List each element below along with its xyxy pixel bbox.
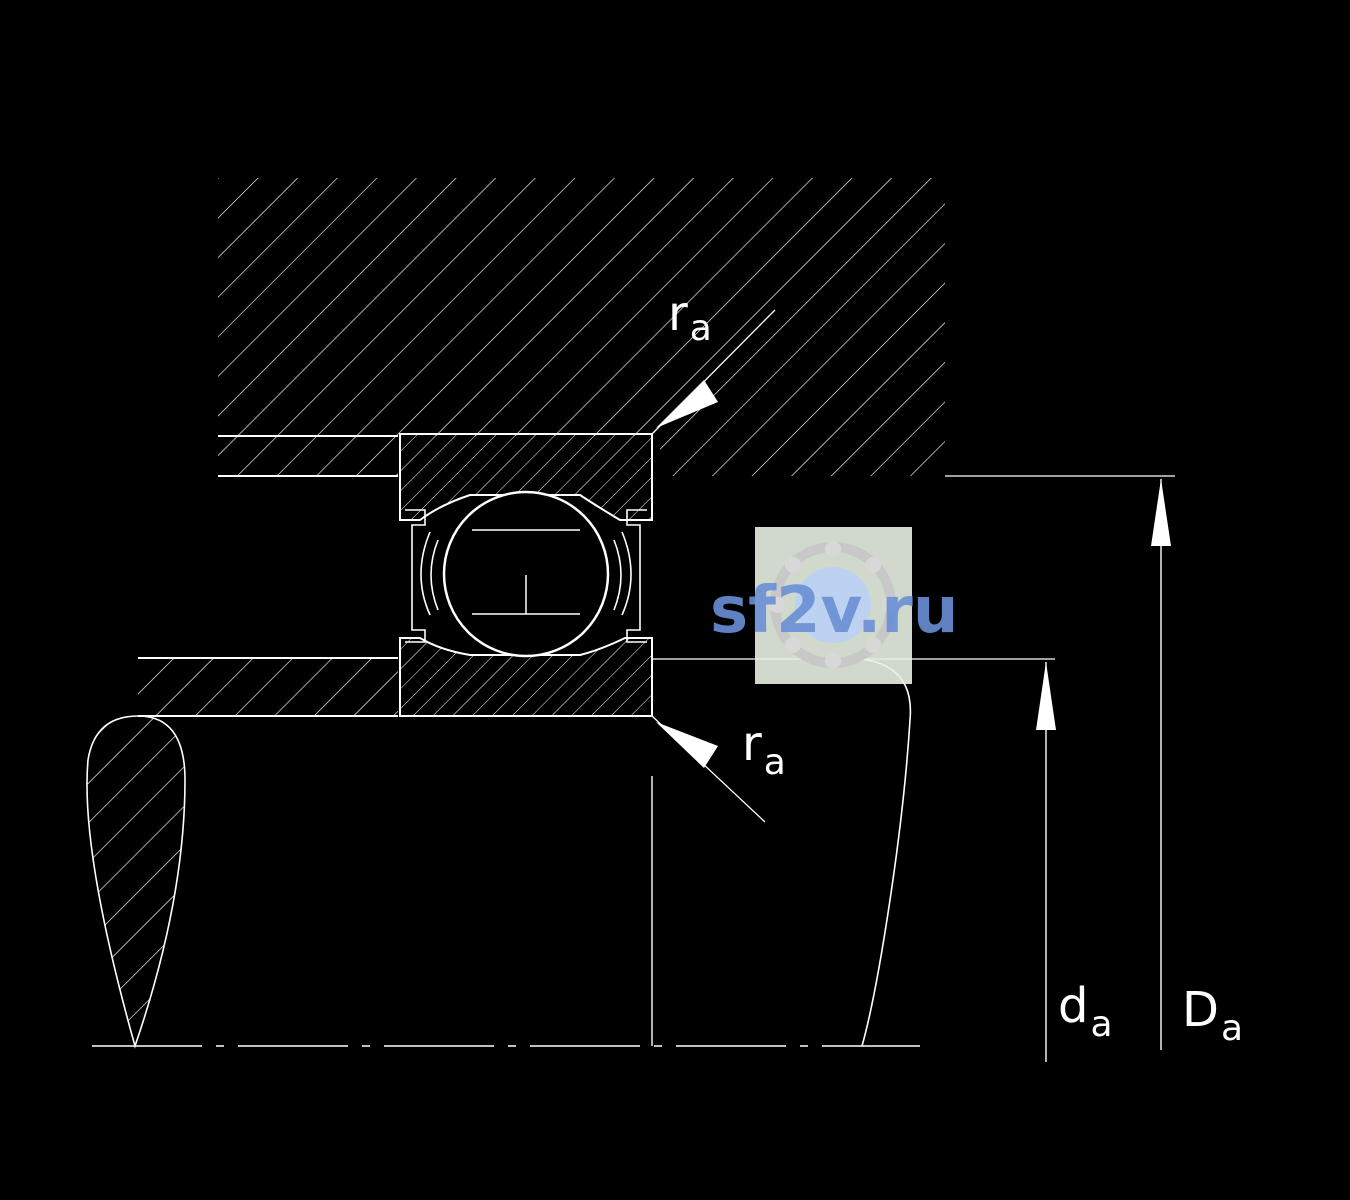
shaft-shoulder <box>138 657 398 717</box>
seal-right <box>613 509 647 643</box>
ra-top-leader <box>651 309 776 435</box>
ra-bottom-label: ra <box>742 716 786 783</box>
da-dimension <box>1036 662 1056 1062</box>
ball <box>442 490 610 658</box>
housing-shoulder <box>218 435 398 477</box>
outer-ring <box>399 433 653 521</box>
da-label: da <box>1058 978 1113 1045</box>
housing <box>218 178 945 476</box>
ra-top-label: ra <box>668 286 712 349</box>
shaft-contour <box>859 658 912 1047</box>
inner-ring <box>399 637 653 717</box>
watermark-text: sf2v.ru <box>710 574 958 648</box>
shaft-break <box>86 715 186 1049</box>
watermark: sf2v.ru <box>710 527 958 684</box>
ra-bottom-leader <box>651 715 766 823</box>
seal-left <box>405 509 439 643</box>
Da-dimension <box>1151 479 1171 1050</box>
Da-label: Da <box>1182 982 1243 1049</box>
